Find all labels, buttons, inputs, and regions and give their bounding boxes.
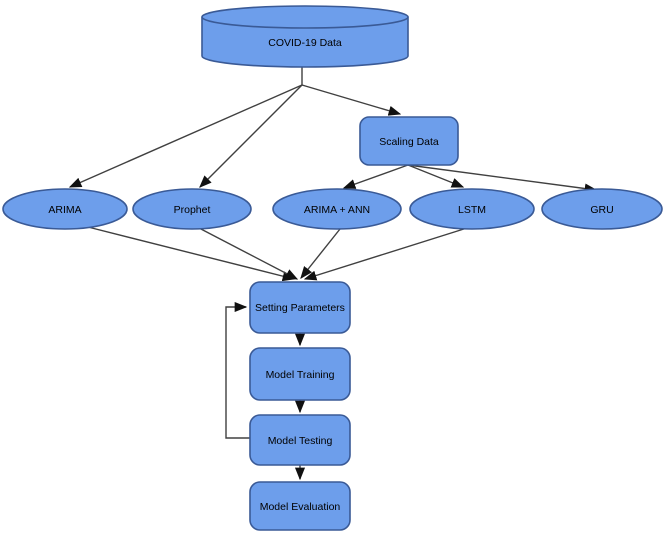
covid-data-cylinder-body [201,17,409,68]
nodes-group: COVID-19 Data Scaling Data ARIMA Prophet… [2,5,663,531]
prophet-ellipse [132,188,252,230]
edge-lstm-to-setting-parameters [303,227,468,281]
model-training-label: Model Training [266,369,335,381]
model-training-box [249,347,351,401]
edges-group [68,67,598,481]
node-prophet: Prophet [132,188,252,230]
scaling-data-box [359,116,459,166]
scaling-data-label: Scaling Data [379,136,439,148]
edge-covid-to-prophet [199,84,303,188]
node-model-testing: Model Testing [249,414,351,466]
edge-scaling-to-lstm [407,164,465,188]
model-evaluation-box [249,481,351,531]
model-testing-box [249,414,351,466]
edge-arima-ann-to-setting-parameters [300,228,341,279]
node-covid-data: COVID-19 Data [201,5,409,68]
prophet-label: Prophet [174,204,211,216]
setting-parameters-label: Setting Parameters [255,302,345,314]
arima-ellipse [2,188,128,230]
gru-ellipse [541,188,663,230]
arima-ann-ellipse [272,188,402,230]
gru-label: GRU [590,204,613,216]
lstm-label: LSTM [458,204,486,216]
edge-arima-to-setting-parameters [83,225,296,282]
node-model-evaluation: Model Evaluation [249,481,351,531]
setting-parameters-box [249,281,351,334]
arima-label: ARIMA [48,204,81,216]
node-gru: GRU [541,188,663,230]
model-testing-label: Model Testing [268,435,333,447]
node-lstm: LSTM [409,188,535,230]
lstm-ellipse [409,188,535,230]
node-arima: ARIMA [2,188,128,230]
node-scaling-data: Scaling Data [359,116,459,166]
edge-prophet-to-setting-parameters [198,227,299,280]
edge-covid-to-arima [68,84,303,188]
edge-model-testing-feedback-to-setting-parameters [225,301,250,439]
node-arima-ann: ARIMA + ANN [272,188,402,230]
node-setting-parameters: Setting Parameters [249,281,351,334]
edge-scaling-to-gru [407,164,598,194]
node-model-training: Model Training [249,347,351,401]
edge-scaling-to-arima-ann [342,164,409,189]
model-evaluation-label: Model Evaluation [260,501,341,513]
covid-data-cylinder-top [201,5,409,29]
edge-covid-to-scaling [301,84,402,116]
arima-ann-label: ARIMA + ANN [304,204,370,216]
covid-data-label: COVID-19 Data [268,37,342,49]
